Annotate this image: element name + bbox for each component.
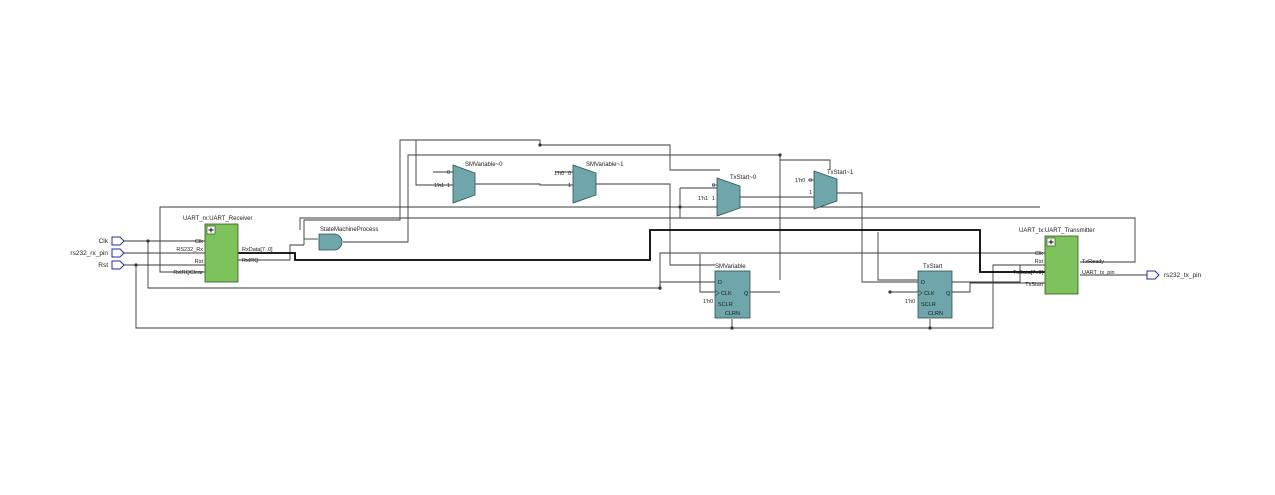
uart-transmitter-title: UART_tx:UART_Transmitter	[1019, 228, 1095, 234]
uart-receiver-in-rxirqclear: RxIRQClear	[173, 270, 203, 276]
input-pin-rs232-rx-icon	[111, 248, 125, 258]
flipflop-txstart-body	[917, 270, 953, 319]
state-machine-process-title: StateMachineProcess	[320, 227, 378, 233]
mux-smvariable-0-shape	[452, 164, 476, 204]
input-pin-rst[interactable]: Rst	[98, 260, 125, 270]
wires	[124, 139, 1147, 329]
mux-smvariable-0[interactable]: SMVariable~0 0 1'h1 1	[434, 162, 503, 204]
mux-smvariable-0-const: 1'h1	[434, 183, 444, 189]
mux-txstart-0-sel: 0	[712, 183, 715, 189]
mux-txstart-1[interactable]: TxStart~1 1'h0 0 1	[795, 170, 854, 210]
mux-txstart-1-title: TxStart~1	[827, 170, 854, 176]
clock-edge-icon	[917, 289, 923, 297]
expand-icon[interactable]	[1046, 237, 1056, 247]
mux-smvariable-0-in1: 1	[447, 183, 450, 189]
clock-edge-icon	[714, 289, 720, 297]
input-pin-rst-label: Rst	[98, 262, 108, 269]
mux-txstart-0-title: TxStart~0	[730, 175, 757, 181]
mux-txstart-1-in1: 1	[809, 190, 812, 196]
flipflop-smvariable[interactable]: SMVariable D Q CLK SCLR CLRN 1'h0	[703, 264, 751, 319]
uart-receiver-out-rxirq: RxIRQ	[242, 258, 259, 264]
mux-txstart-0-const: 1'h1	[698, 196, 708, 202]
flipflop-txstart-clk: CLK	[924, 291, 935, 297]
flipflop-txstart-q: Q	[946, 291, 951, 297]
uart-receiver-in-rs232rx: RS232_Rx	[176, 247, 203, 253]
expand-icon[interactable]	[206, 225, 216, 235]
mux-txstart-1-in0: 0	[809, 178, 812, 184]
input-pin-clk[interactable]: Clk	[99, 236, 125, 246]
mux-txstart-0-in1: 1	[712, 196, 715, 202]
uart-receiver-in-clk: Clk	[195, 239, 203, 245]
mux-smvariable-1[interactable]: SMVariable~1 1'h0 0 1	[554, 162, 624, 204]
flipflop-txstart-d: D	[921, 280, 925, 286]
flipflop-smvariable-const: 1'h0	[703, 299, 713, 305]
output-pin-rs232-tx-label: rs232_tx_pin	[1164, 272, 1202, 279]
mux-smvariable-0-sel: 0	[447, 170, 450, 176]
flipflop-smvariable-q: Q	[744, 291, 749, 297]
flipflop-smvariable-d: D	[718, 280, 722, 286]
mux-txstart-1-const: 1'h0	[795, 178, 805, 184]
flipflop-txstart-const: 1'h0	[905, 299, 915, 305]
junctions	[134, 143, 932, 330]
uart-receiver-block[interactable]: UART_rx:UART_Receiver Clk RS232_Rx Rst R…	[173, 216, 273, 283]
uart-transmitter-out-tx-pin: UART_tx_pin	[1082, 270, 1115, 276]
input-pin-rst-icon	[111, 260, 125, 270]
uart-transmitter-in-rst: Rst	[1035, 259, 1044, 265]
mux-txstart-0-shape	[716, 177, 741, 217]
uart-transmitter-block[interactable]: UART_tx:UART_Transmitter Clk Rst TxData[…	[1013, 228, 1115, 295]
mux-txstart-1-shape	[813, 170, 838, 210]
mux-smvariable-1-in1: 1	[568, 183, 571, 189]
uart-transmitter-in-txdata: TxData[7..0]	[1013, 270, 1043, 276]
flipflop-txstart-clrn: CLRN	[928, 311, 943, 317]
uart-receiver-title: UART_rx:UART_Receiver	[183, 216, 252, 222]
mux-smvariable-0-title: SMVariable~0	[465, 162, 503, 168]
flipflop-smvariable-clrn: CLRN	[725, 311, 740, 317]
mux-smvariable-1-in0: 0	[568, 171, 571, 177]
input-pin-rs232-rx[interactable]: rs232_rx_pin	[70, 248, 125, 258]
mux-smvariable-1-title: SMVariable~1	[586, 162, 624, 168]
flipflop-smvariable-sclr: SCLR	[718, 302, 733, 308]
uart-transmitter-in-txstart: TxStart	[1025, 282, 1043, 288]
mux-txstart-0[interactable]: TxStart~0 0 1'h1 1	[698, 175, 757, 217]
and-gate-icon	[318, 233, 343, 251]
output-pin-rs232-tx[interactable]: rs232_tx_pin	[1146, 270, 1202, 280]
flipflop-txstart-title: TxStart	[923, 264, 943, 270]
uart-receiver-out-rxdata: RxData[7..0]	[242, 247, 273, 253]
output-pin-rs232-tx-icon	[1146, 270, 1160, 280]
flipflop-txstart[interactable]: TxStart D Q CLK SCLR CLRN 1'h0	[905, 264, 953, 319]
mux-smvariable-1-shape	[572, 164, 597, 204]
uart-transmitter-out-txready: TxReady	[1082, 259, 1104, 265]
flipflop-txstart-sclr: SCLR	[921, 302, 936, 308]
mux-smvariable-1-const: 1'h0	[554, 171, 564, 177]
flipflop-smvariable-clk: CLK	[721, 291, 732, 297]
flipflop-smvariable-body	[714, 270, 751, 319]
flipflop-smvariable-title: SMVariable	[715, 264, 746, 270]
input-pin-clk-label: Clk	[99, 238, 109, 245]
rxdata-bus	[238, 229, 1045, 273]
uart-receiver-in-rst: Rst	[195, 259, 204, 265]
state-machine-process-gate[interactable]: StateMachineProcess	[318, 227, 378, 251]
input-pin-rs232-rx-label: rs232_rx_pin	[70, 250, 108, 257]
uart-transmitter-in-clk: Clk	[1035, 251, 1043, 257]
input-pin-clk-icon	[111, 236, 125, 246]
